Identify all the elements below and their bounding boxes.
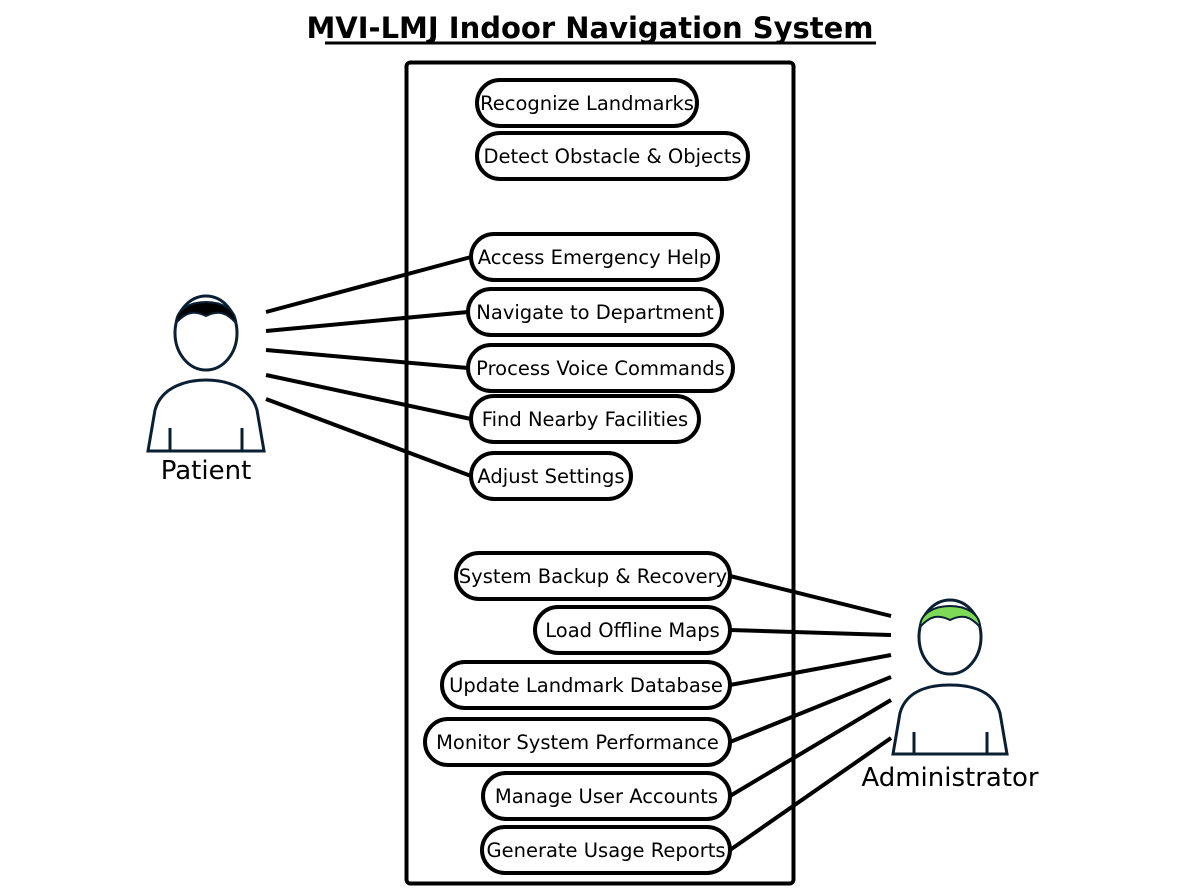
use-case-access-emergency-help: Access Emergency Help — [469, 232, 720, 282]
use-case-recognize-landmarks: Recognize Landmarks — [475, 78, 699, 128]
use-case-label: Recognize Landmarks — [480, 92, 694, 115]
association-patient-access-emergency-help — [265, 255, 472, 314]
use-case-box — [469, 451, 633, 501]
use-case-box — [454, 551, 732, 601]
use-case-generate-usage-reports: Generate Usage Reports — [480, 825, 732, 875]
association-lines — [265, 255, 893, 852]
use-case-label: Find Nearby Facilities — [482, 408, 688, 431]
use-case-find-nearby-facilities: Find Nearby Facilities — [469, 394, 701, 444]
use-case-label: Adjust Settings — [477, 465, 624, 488]
use-case-label: Load Offline Maps — [545, 619, 719, 642]
association-administrator-system-backup-recovery — [729, 574, 892, 618]
use-case-load-offline-maps: Load Offline Maps — [533, 605, 732, 655]
use-case-box — [475, 78, 699, 128]
use-case-box — [533, 605, 732, 655]
actor-patient: Patient — [146, 294, 266, 486]
use-case-box — [466, 343, 735, 393]
use-case-box — [469, 232, 720, 282]
use-case-label: Process Voice Commands — [476, 357, 725, 380]
system-boundary — [404, 60, 796, 886]
patient-icon — [146, 294, 266, 453]
patient-hair — [174, 301, 238, 326]
actor-administrator: Administrator — [861, 598, 1039, 793]
use-case-label: Navigate to Department — [476, 301, 714, 324]
use-case-detect-obstacles: Detect Obstacle & Objects — [475, 131, 750, 181]
association-administrator-update-landmark-database — [729, 653, 892, 687]
administrator-icon — [891, 598, 1009, 756]
use-case-system-backup-recovery: System Backup & Recovery — [454, 551, 732, 601]
use-case-adjust-settings: Adjust Settings — [469, 451, 633, 501]
association-patient-adjust-settings — [265, 397, 472, 478]
use-case-box — [475, 131, 750, 181]
use-case-navigate-to-department: Navigate to Department — [466, 287, 724, 337]
association-administrator-monitor-system-performance — [729, 675, 892, 744]
use-case-box — [423, 717, 732, 767]
use-case-label: System Backup & Recovery — [459, 565, 727, 588]
association-administrator-manage-user-accounts — [728, 698, 893, 798]
patient-label: Patient — [161, 456, 252, 486]
use-case-box — [440, 660, 732, 710]
use-case-label: Generate Usage Reports — [486, 839, 725, 862]
association-patient-navigate-to-department — [265, 310, 469, 333]
use-case-process-voice-commands: Process Voice Commands — [466, 343, 735, 393]
use-case-label: Detect Obstacle & Objects — [483, 145, 741, 168]
association-patient-process-voice-commands — [265, 348, 469, 370]
association-administrator-generate-usage-reports — [728, 736, 893, 852]
use-case-box — [466, 287, 724, 337]
use-case-label: Access Emergency Help — [478, 246, 712, 269]
association-administrator-load-offline-maps — [729, 628, 892, 637]
administrator-label: Administrator — [861, 763, 1039, 793]
use-case-box — [469, 394, 701, 444]
use-case-label: Monitor System Performance — [436, 731, 719, 754]
use-case-label: Manage User Accounts — [495, 785, 718, 808]
use-case-box — [480, 825, 732, 875]
use-case-label: Update Landmark Database — [449, 674, 723, 697]
diagram-title: MVI-LMJ Indoor Navigation System — [306, 11, 873, 45]
use-case-monitor-system-performance: Monitor System Performance — [423, 717, 732, 767]
use-case-box — [481, 771, 732, 821]
administrator-hair — [918, 605, 982, 630]
use-case-manage-user-accounts: Manage User Accounts — [481, 771, 732, 821]
association-patient-find-nearby-facilities — [265, 373, 472, 421]
use-case-update-landmark-database: Update Landmark Database — [440, 660, 732, 710]
